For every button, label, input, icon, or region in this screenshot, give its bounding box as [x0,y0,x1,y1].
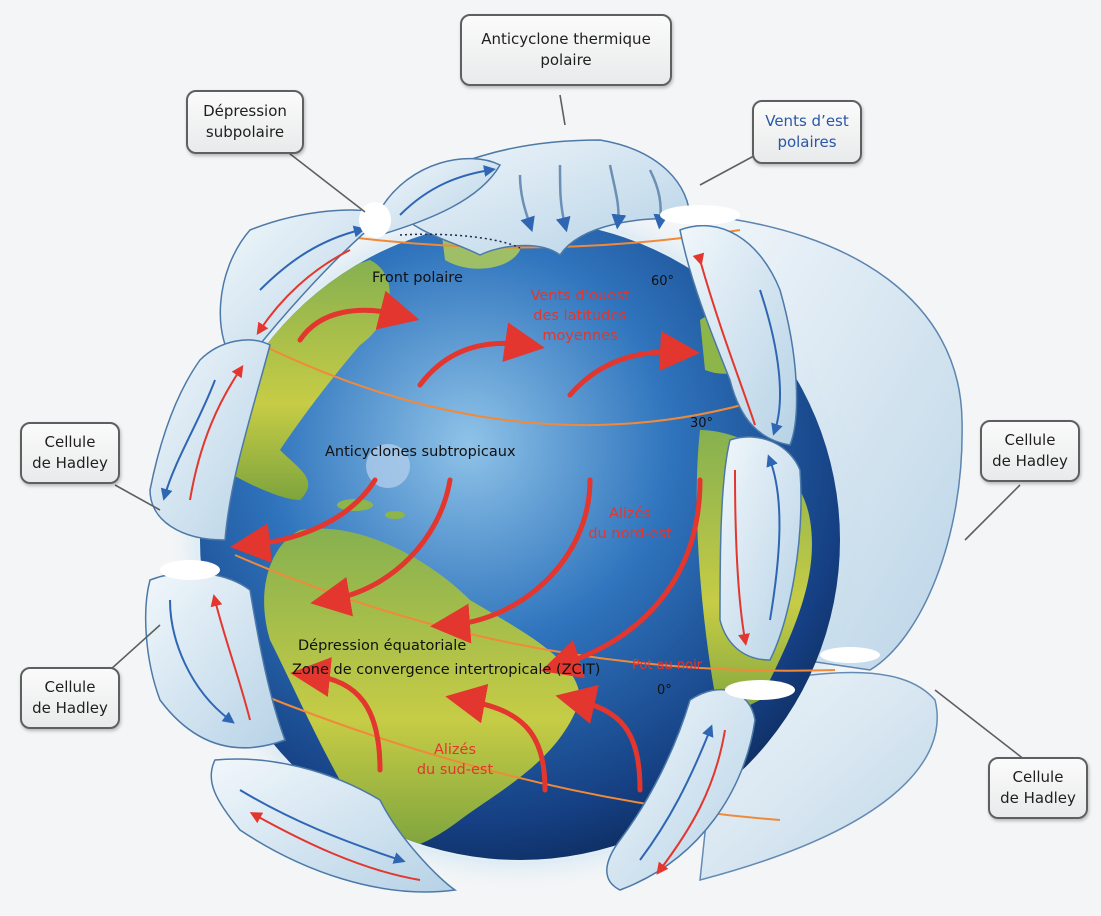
leader-polar-high [559,94,566,126]
polar-front-line [399,233,521,249]
callout-subpolar-low: Dépression subpolaire [186,90,304,154]
label-subtropical-highs: Anticyclones subtropicaux [325,444,516,460]
label-westerlies: Vents d’ouest des latitudes moyennes [530,288,630,344]
westerly-arrow [567,331,700,398]
callout-hadley-left-upper-text: Cellule de Hadley [32,433,108,472]
wind-arrows [230,290,703,793]
trade-wind-arrow [430,477,593,644]
latitude-30 [261,344,761,427]
hadley-cell-left-lower [144,571,286,749]
subpolar-cell [379,157,502,237]
clouds [160,202,880,700]
caribbean-island [385,511,405,519]
callout-polar-high-text: Anticyclone thermique polaire [481,30,651,69]
callout-hadley-left-upper: Cellule de Hadley [20,422,120,484]
label-polar-front: Front polaire [372,270,463,286]
label-itcz: Zone de convergence intertropicale (ZCIT… [292,662,601,678]
cell-circulation-arrows [160,225,783,881]
callout-subpolar-low-text: Dépression subpolaire [203,102,287,141]
callout-polar-high: Anticyclone thermique polaire [460,14,672,86]
label-equatorial-low: Dépression équatoriale [298,638,467,654]
callout-hadley-right-upper: Cellule de Hadley [980,420,1080,482]
anticyclone-marker [366,444,410,488]
trade-wind-arrow [230,477,378,563]
north-america [225,260,390,500]
westerly-arrow [297,290,420,343]
callout-polar-easterlies-text: Vents d’est polaires [765,112,849,151]
callout-hadley-right-lower-text: Cellule de Hadley [1000,768,1076,807]
label-se-trades: Alizés du sud-est [416,742,494,778]
ferrel-cell-right [679,225,798,446]
leader-lines [109,94,1026,761]
label-ne-trades: Alizés du nord-est [588,506,672,542]
trade-wind-arrow [540,477,703,679]
trade-wind-arrow [310,477,453,617]
hadley-cell-right-lower-front [606,689,756,891]
se-trade-arrow [445,683,548,793]
hadley-cell-left-upper [149,339,271,541]
leader-hadley-left-upper [114,484,161,511]
leader-subpolar-low [284,149,366,213]
label-lat-30: 30° [690,416,714,431]
se-trade-arrow [290,657,383,773]
label-doldrums: Pot au noir [632,658,703,673]
leader-hadley-left-lower [109,624,161,671]
callout-hadley-right-lower: Cellule de Hadley [988,757,1088,819]
callout-polar-easterlies: Vents d’est polaires [752,100,862,164]
label-lat-60: 60° [651,274,675,289]
callout-hadley-right-upper-text: Cellule de Hadley [992,431,1068,470]
polar-subsidence-arrows [518,164,669,233]
se-trade-arrow [555,684,643,793]
callout-hadley-left-lower-text: Cellule de Hadley [32,678,108,717]
westerly-arrow [417,322,545,388]
leader-hadley-right-upper [964,484,1021,541]
leader-hadley-right-lower [934,689,1026,761]
label-lat-0: 0° [657,683,672,698]
callout-hadley-left-lower: Cellule de Hadley [20,667,120,729]
